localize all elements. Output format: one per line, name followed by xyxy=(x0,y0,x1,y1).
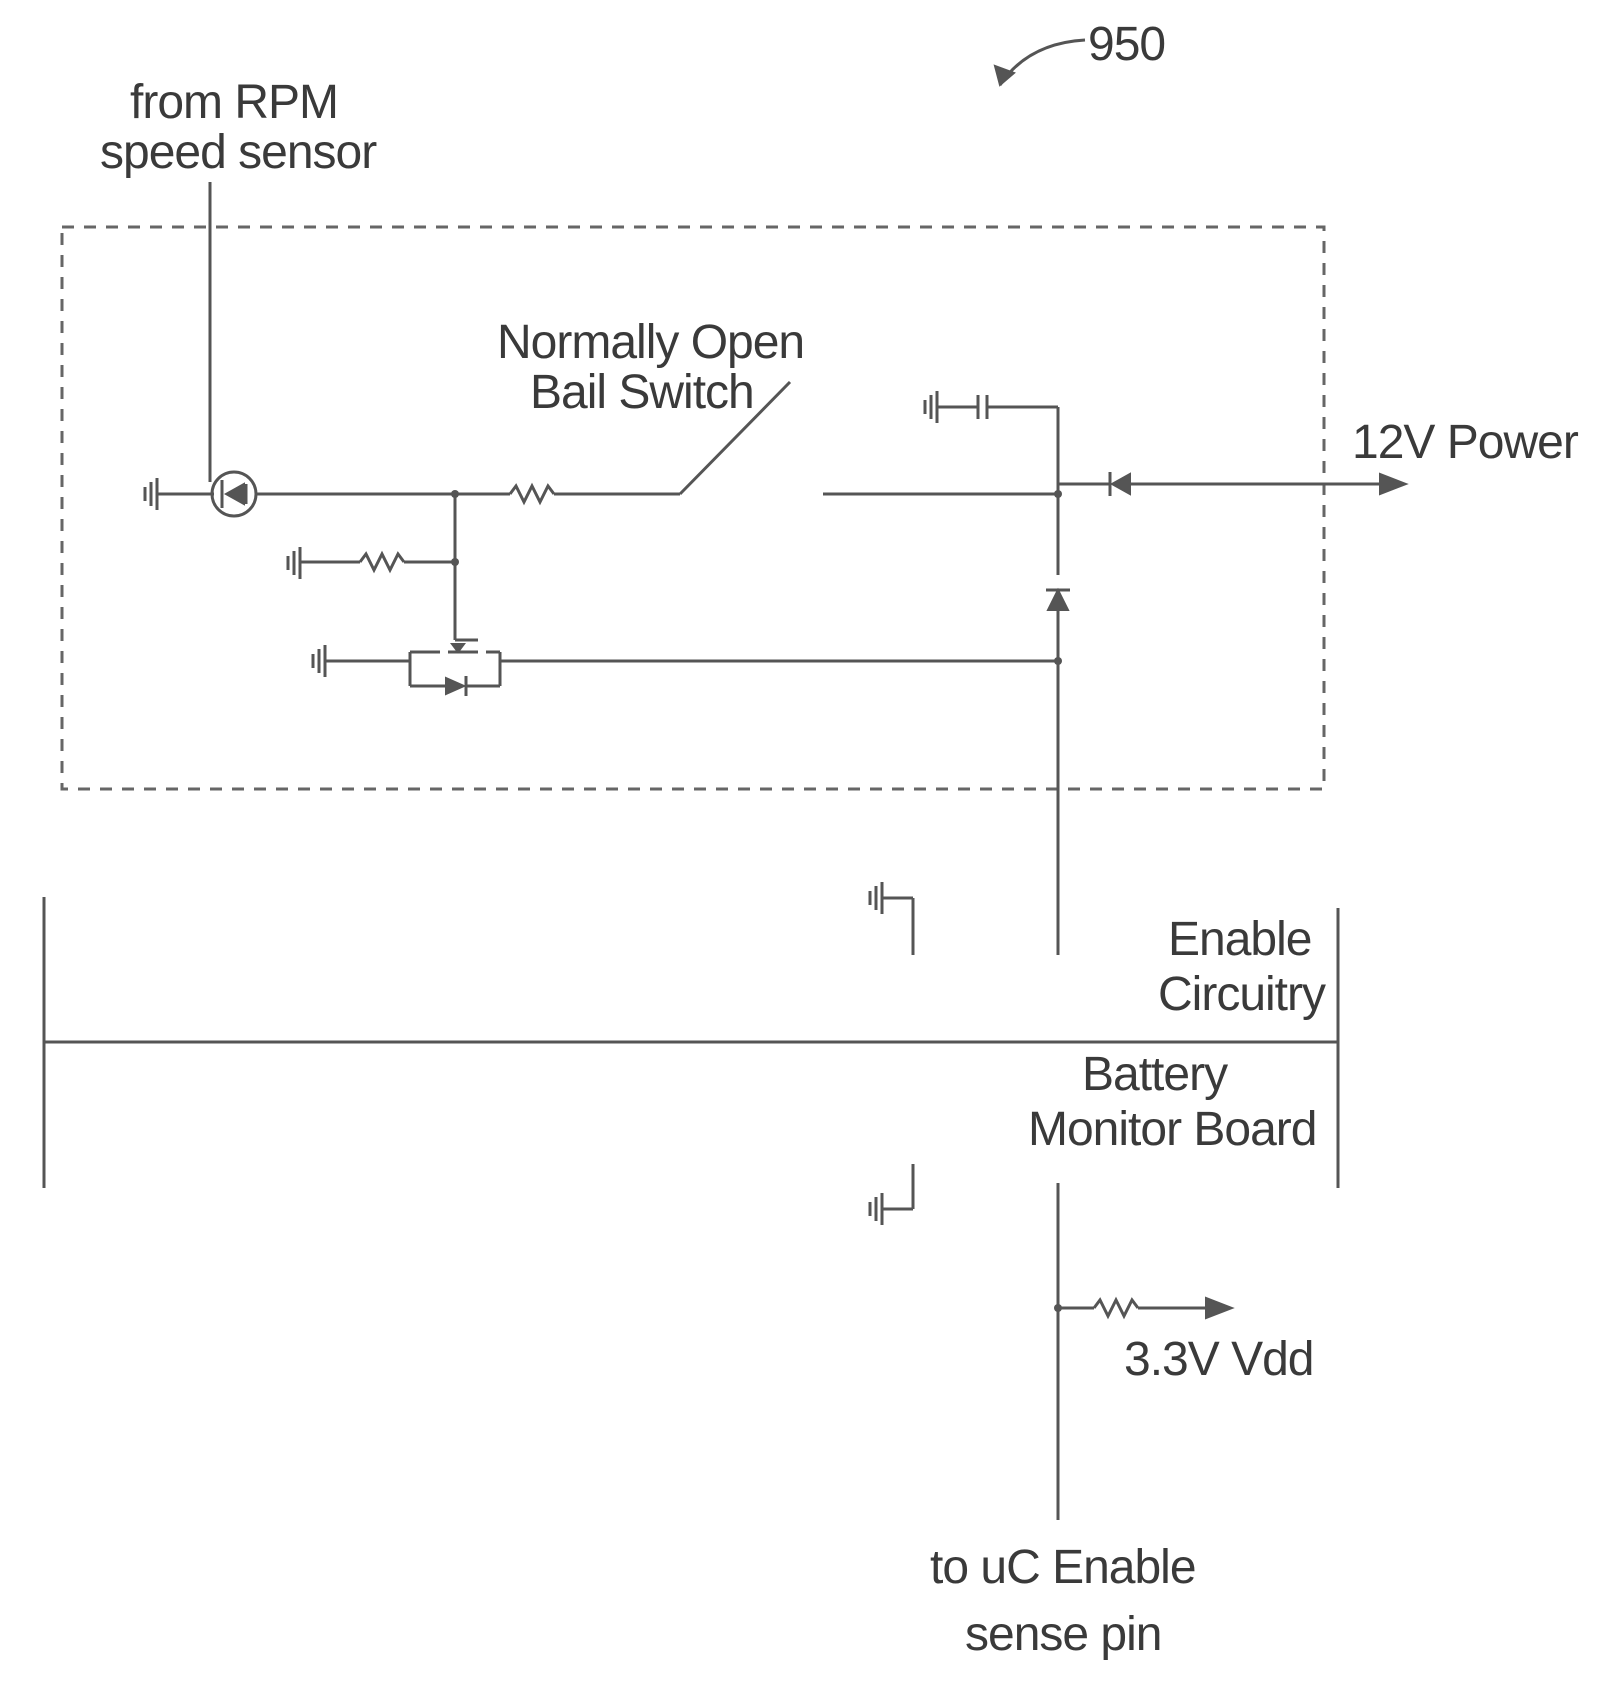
battery-label-line1: Battery xyxy=(1082,1048,1228,1101)
vdd-label: 3.3V Vdd xyxy=(1124,1333,1313,1386)
speed-sensor-transistor xyxy=(212,472,256,516)
power-input-label: 12V Power xyxy=(1352,416,1579,469)
series-resistor xyxy=(510,486,554,502)
bail-switch-label-line2: Bail Switch xyxy=(530,366,754,419)
ground-symbol-4 xyxy=(925,391,937,423)
rpm-sensor-label-line2: speed sensor xyxy=(100,126,377,179)
ground-symbol-5 xyxy=(870,882,882,914)
enable-label-line1: Enable xyxy=(1168,913,1311,966)
power-arrow-icon xyxy=(1380,474,1406,494)
ground-symbol-3 xyxy=(313,645,325,677)
ground-symbol-2 xyxy=(288,547,300,579)
vdd-arrow-icon xyxy=(1206,1298,1232,1318)
ground-symbol-6 xyxy=(870,1193,882,1225)
pullup-resistor xyxy=(1094,1300,1138,1316)
power-input-diode xyxy=(1110,472,1130,496)
bail-switch-label-line1: Normally Open xyxy=(497,316,804,369)
rpm-sensor-label-line1: from RPM xyxy=(130,76,338,129)
figure-reference-arrow xyxy=(995,40,1085,85)
ground-symbol-1 xyxy=(145,478,157,510)
junction-dot-4 xyxy=(1054,490,1062,498)
uc-label-line1: to uC Enable xyxy=(930,1541,1196,1594)
pulldown-resistor xyxy=(360,554,404,570)
rail-diode xyxy=(1046,590,1070,610)
figure-reference-label: 950 xyxy=(1088,18,1165,71)
uc-label-line2: sense pin xyxy=(965,1608,1161,1661)
mosfet-transistor xyxy=(410,644,500,696)
battery-label-line2: Monitor Board xyxy=(1028,1103,1316,1156)
filter-capacitor xyxy=(978,395,987,419)
enable-label-line2: Circuitry xyxy=(1158,968,1326,1021)
